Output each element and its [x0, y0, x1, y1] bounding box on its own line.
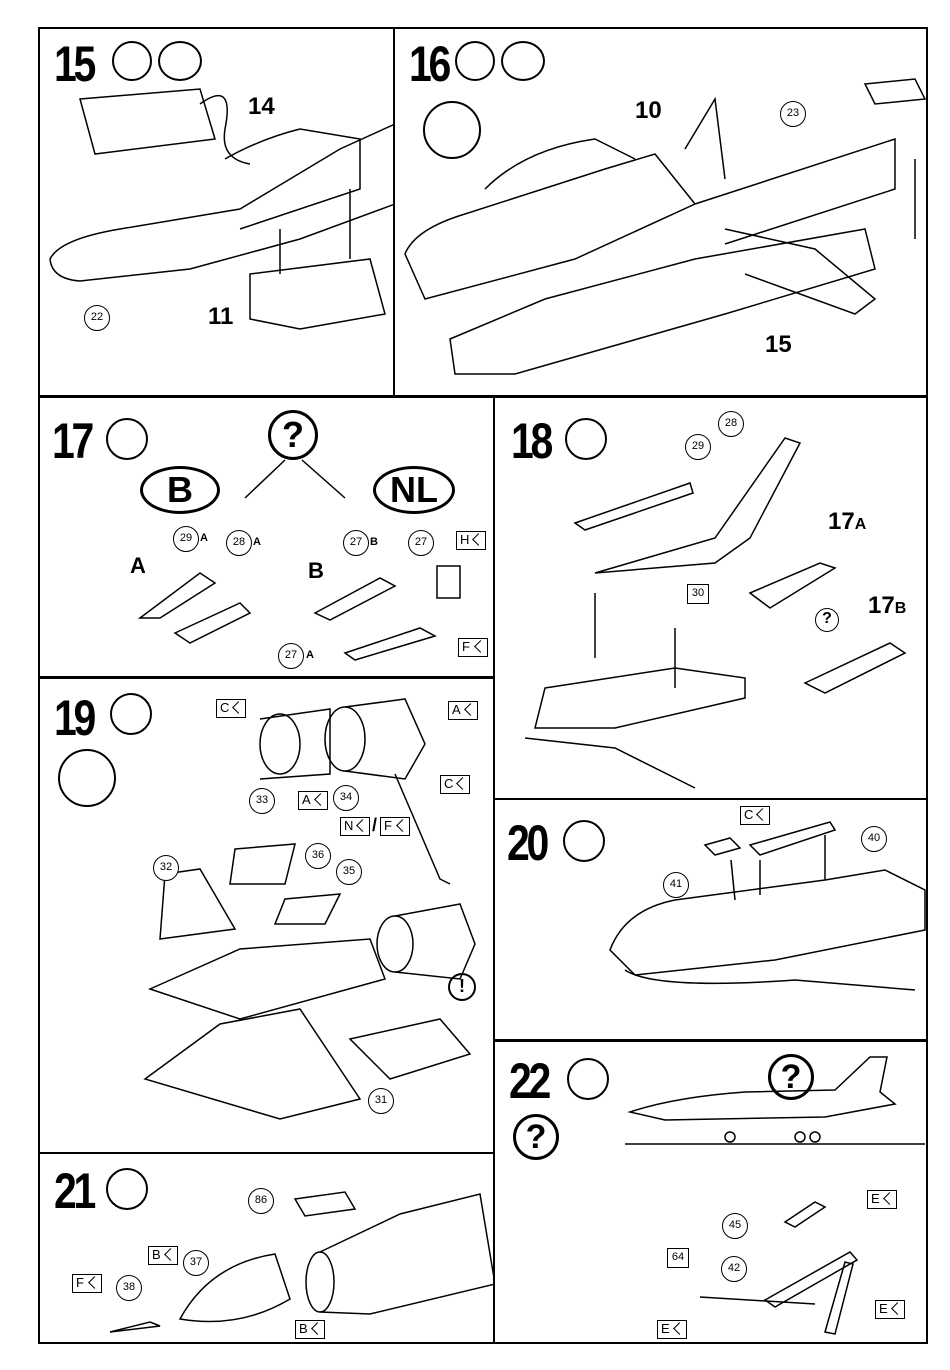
- variant-question-mark: ?: [815, 608, 839, 632]
- decal-e-flag-top: E: [867, 1190, 897, 1209]
- decal-a-flag-lower: A: [298, 791, 328, 810]
- decal-c-flag: C: [740, 806, 770, 825]
- part-22-number: 22: [84, 305, 110, 331]
- part-27-number: 27: [408, 530, 434, 556]
- part-11-label: 11: [208, 305, 233, 329]
- part-33-number: 33: [249, 788, 275, 814]
- variant-a-label: A: [130, 553, 146, 579]
- part-23-number: 23: [780, 101, 806, 127]
- part-38-number: 38: [116, 1275, 142, 1301]
- warning-exclamation-icon: !: [448, 973, 476, 1001]
- decal-b-flag-top: B: [148, 1246, 178, 1265]
- decal-f-flag: F: [72, 1274, 102, 1293]
- part-40-number: 40: [861, 826, 887, 852]
- part-10-label: 10: [635, 99, 662, 123]
- part-29-suffix: A: [200, 532, 208, 544]
- part-32-number: 32: [153, 855, 179, 881]
- part-27b-number: 27: [343, 530, 369, 556]
- decal-slash: /: [372, 815, 377, 836]
- part-17b-label: 17B: [868, 594, 906, 618]
- part-64-boxed-number: 64: [667, 1248, 689, 1268]
- decal-e-flag-left: E: [657, 1320, 687, 1339]
- part-41-number: 41: [663, 872, 689, 898]
- part-42-number: 42: [721, 1256, 747, 1282]
- part-31-number: 31: [368, 1088, 394, 1114]
- step-20-panel: 20 C 41 40: [493, 798, 928, 1041]
- step-21-nose-drawing: [40, 1154, 495, 1344]
- step-16-panel: 16 10 15 23: [393, 27, 928, 397]
- step-22-panel: 22 ? ? E 45 42 64 E E: [493, 1040, 928, 1344]
- part-14-label: 14: [248, 95, 275, 119]
- part-30-boxed-number: 30: [687, 584, 709, 604]
- decal-c-flag-top: C: [216, 699, 246, 718]
- part-17a-label: 17A: [828, 510, 866, 534]
- decal-c-flag-right: C: [440, 775, 470, 794]
- part-29-number: 29: [173, 526, 199, 552]
- part-45-number: 45: [722, 1213, 748, 1239]
- step-16-fuselage-drawing: [395, 29, 928, 397]
- part-27b-suffix: B: [370, 536, 378, 548]
- decal-n-flag: N: [340, 817, 370, 836]
- decal-f-flag: F: [458, 638, 488, 657]
- part-27a-number: 27: [278, 643, 304, 669]
- part-35-number: 35: [336, 859, 362, 885]
- decal-b-flag-bottom: B: [295, 1320, 325, 1339]
- part-36-number: 36: [305, 843, 331, 869]
- option-belgium-badge: B: [140, 466, 220, 514]
- step-22-aircraft-and-gear-drawing: [495, 1042, 928, 1344]
- step-19-engine-drawing: [40, 679, 495, 1154]
- part-15-label: 15: [765, 333, 792, 357]
- step-21-panel: 21 86 B F 38 37 B: [38, 1152, 495, 1344]
- option-netherlands-badge: NL: [373, 466, 455, 514]
- part-37-number: 37: [183, 1250, 209, 1276]
- variant-b-label: B: [308, 558, 324, 584]
- part-27a-suffix: A: [306, 649, 314, 661]
- part-86-number: 86: [248, 1188, 274, 1214]
- part-34-number: 34: [333, 785, 359, 811]
- step-17-panel: 17 ? B NL A B 29 A 28 A 27 B 27 H F 27 A: [38, 396, 495, 678]
- part-28-suffix: A: [253, 536, 261, 548]
- step-19-panel: 19 C A C A 33 34 N / F 32 36 35 ! 31: [38, 677, 495, 1154]
- step-18-tail-drawing: [495, 398, 928, 800]
- step-18-panel: 18 29 28 30 17A 17B ?: [493, 396, 928, 800]
- decal-a-flag-right: A: [448, 701, 478, 720]
- decal-f-flag: F: [380, 817, 410, 836]
- part-29-number: 29: [685, 434, 711, 460]
- part-28-number: 28: [226, 530, 252, 556]
- step-15-panel: 15 14 11 22: [38, 27, 395, 397]
- part-28-number: 28: [718, 411, 744, 437]
- decal-h-flag: H: [456, 531, 486, 550]
- step-15-fuselage-drawing: [40, 29, 395, 397]
- decal-e-flag-right: E: [875, 1300, 905, 1319]
